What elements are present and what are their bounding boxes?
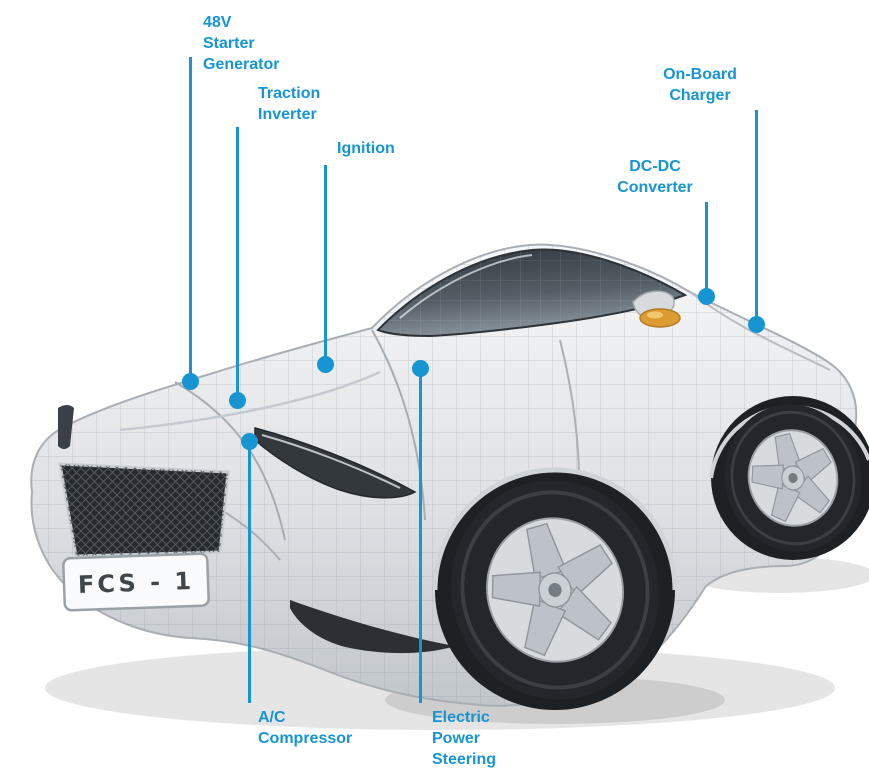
callout-line [705,202,708,296]
callout-dot [698,288,715,305]
headlight [58,405,417,499]
callout-line [189,57,192,382]
callout-label: On-Board Charger [663,66,737,104]
callout-line [755,110,758,324]
license-plate-text: FCS - 1 [78,567,195,599]
callout-dot [412,360,429,377]
side-mirror [632,290,681,328]
callout-dot [241,433,258,450]
front-wheel [451,480,659,700]
callout-line [324,165,327,364]
callout-dot [229,392,246,409]
callout-label: Electric Power Steering [432,709,497,768]
callout-label: Ignition [337,140,395,157]
callout-label: A/C Compressor [258,709,353,747]
callout-line [248,441,251,703]
callout-dot [748,316,765,333]
callout-line [419,368,422,703]
front-grille [58,462,230,558]
side-intake [290,600,455,654]
license-plate: FCS - 1 [62,552,210,612]
callout-label: 48V Starter Generator [203,14,280,73]
callout-line [236,127,239,400]
callout-label: Traction Inverter [258,85,321,123]
rear-wheel [724,404,862,552]
callout-dot [182,373,199,390]
callout-label: DC-DC Converter [617,158,693,196]
callout-dot [317,356,334,373]
